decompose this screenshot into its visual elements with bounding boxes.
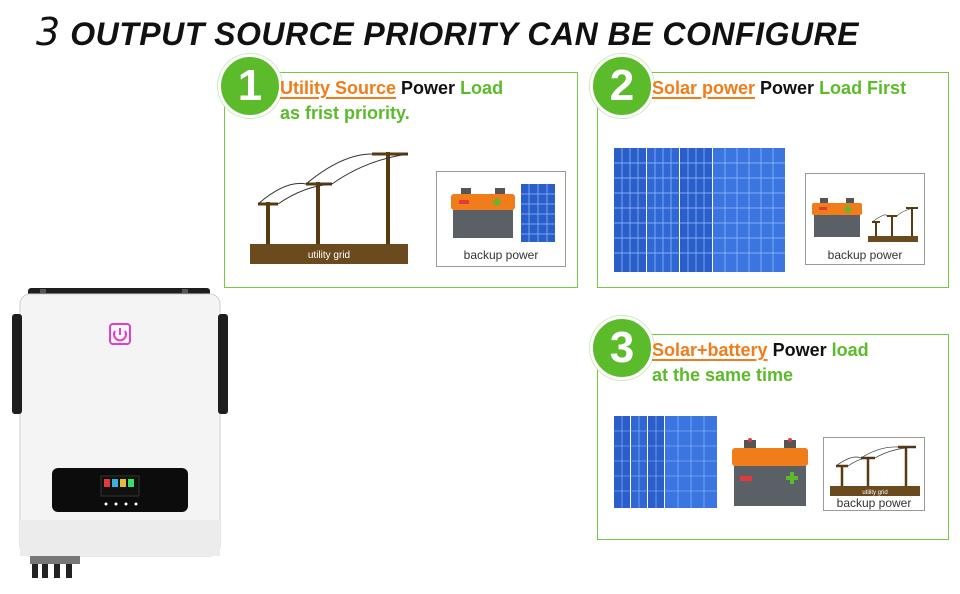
utility-grid-icon: utility grid xyxy=(830,445,920,496)
solar-panels-image xyxy=(614,148,785,272)
inverter-device-image xyxy=(12,288,228,578)
priority-highlight: Solar power xyxy=(652,78,756,98)
solar-panels-image xyxy=(614,416,717,508)
utility-grid-icon xyxy=(868,207,919,242)
backup-power-label: backup power xyxy=(836,496,912,510)
battery-icon xyxy=(732,438,808,506)
page-title: 3 OUTPUT SOURCE PRIORITY CAN BE CONFIGUR… xyxy=(36,10,859,54)
priority-heading-2: Solar power Power Load First xyxy=(652,78,907,98)
utility-grid-label: utility grid xyxy=(308,250,350,261)
battery-icon xyxy=(812,198,862,237)
priority-highlight: Solar+battery xyxy=(652,340,768,360)
power-icon xyxy=(109,323,131,345)
backup-power-card-2: backup power xyxy=(805,173,925,265)
priority-badge-1: 1 xyxy=(218,54,282,118)
utility-grid-card: utility grid backup power xyxy=(823,437,925,511)
priority-badge-3: 3 xyxy=(590,316,654,380)
priority-heading-1: Utility Source Power Load as frist prior… xyxy=(280,78,504,123)
backup-power-label: backup power xyxy=(827,248,903,262)
priority-highlight: Utility Source xyxy=(280,78,397,98)
priority-badge-2: 2 xyxy=(590,54,654,118)
solar-panel-icon xyxy=(521,184,555,242)
utility-grid-image: utility grid xyxy=(250,152,409,264)
priority-heading-3: Solar+battery Power load at the same tim… xyxy=(652,340,869,385)
backup-power-card-1: backup power xyxy=(436,171,566,267)
priority-subline: as frist priority. xyxy=(280,103,410,123)
title-text: OUTPUT SOURCE PRIORITY CAN BE CONFIGURE xyxy=(70,16,859,52)
backup-power-label: backup power xyxy=(463,248,539,262)
title-number: 3 xyxy=(36,10,61,54)
priority-subline: at the same time xyxy=(652,365,794,385)
utility-grid-label: utility grid xyxy=(862,490,887,496)
battery-icon xyxy=(451,188,515,238)
